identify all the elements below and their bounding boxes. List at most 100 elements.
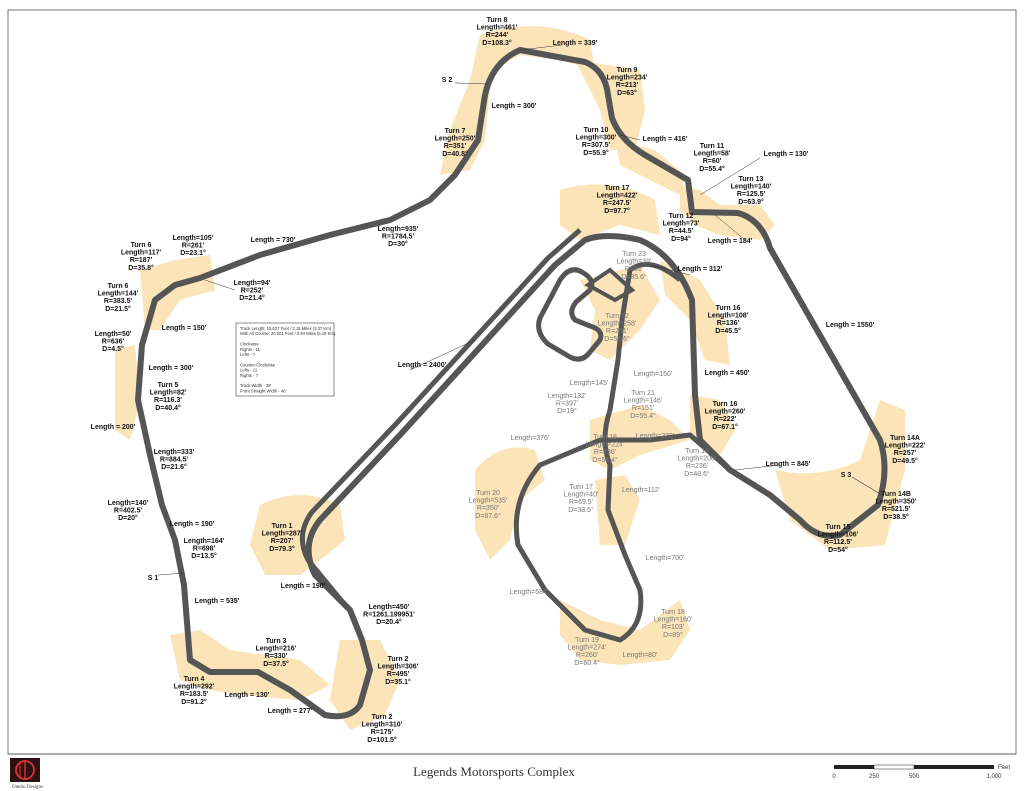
annotation-l700: Length=700' bbox=[646, 555, 685, 562]
aux-course-track bbox=[536, 267, 604, 362]
track-info-lines: Track Length: 15,627 Feet / 2.15 Miles (… bbox=[240, 326, 336, 393]
annotation-l450b: Length = 450' bbox=[705, 370, 750, 377]
annotation-l2400: Length = 2400' bbox=[398, 362, 447, 369]
annotation-l164: Length=164'R=698'D=13.5° bbox=[184, 538, 225, 560]
scale-tick-label: 500 bbox=[909, 774, 920, 780]
annotation-l150a: Length = 150' bbox=[162, 325, 207, 332]
track-info-box bbox=[235, 322, 335, 397]
infield-course-track bbox=[513, 261, 732, 643]
info-line: Counter-Clockwise bbox=[240, 362, 276, 367]
brand-name: Onelio Designs bbox=[12, 785, 43, 790]
annotation-l184: Length = 184' bbox=[708, 238, 753, 245]
annotation-l150b: Length=150' bbox=[634, 371, 673, 378]
runoff-areas bbox=[115, 26, 905, 730]
sector-labels: S 1 S 2 S 3 bbox=[148, 77, 852, 582]
annotation-l845: Length = 845' bbox=[766, 461, 811, 468]
annotation-l416: Length = 416' bbox=[643, 136, 688, 143]
annotation-l140: Length=140'R=402.5'D=20° bbox=[108, 500, 149, 522]
annotation-l730: Length = 730' bbox=[251, 237, 296, 244]
sector-label-s3: S 3 bbox=[841, 472, 852, 479]
annotation-l130b: Length = 130' bbox=[225, 692, 270, 699]
scale-tick-label: 250 bbox=[869, 774, 880, 780]
info-line: Track Length: 15,627 Feet / 2.15 Miles (… bbox=[240, 326, 332, 331]
annotation-l277: Length = 277' bbox=[268, 708, 313, 715]
annotation-l339: Length = 339' bbox=[553, 40, 598, 47]
parallel-straight-track bbox=[299, 228, 582, 607]
annotation-l112: Length=112' bbox=[622, 487, 660, 494]
scale-unit: Feet bbox=[998, 765, 1010, 771]
annotation-l535: Length = 535' bbox=[195, 598, 240, 605]
annotation-l200: Length = 200' bbox=[91, 424, 136, 431]
info-line: With All Course: 20,001 Feet / 3.94 Mile… bbox=[240, 331, 336, 336]
scale-tick-label: 1,000 bbox=[986, 774, 1002, 780]
sector-markers bbox=[157, 82, 883, 576]
info-line: Rights - 11 bbox=[240, 347, 261, 352]
annotation-l935: Length=935'R=1784.5'D=30° bbox=[378, 226, 419, 248]
map-title: Legends Motorsports Complex bbox=[413, 764, 575, 779]
annotation-l300a: Length = 300' bbox=[492, 103, 537, 110]
scale-tick-label: 0 bbox=[832, 774, 836, 780]
scale-ticks: 0 250 500 1,000 bbox=[832, 774, 1002, 780]
info-line: Lefts - 7 bbox=[240, 352, 256, 357]
annotation-l145: Length=145' bbox=[570, 380, 609, 387]
annotation-l300b: Length = 300' bbox=[149, 365, 194, 372]
annotation-l94: Length=94'R=252'D=21.4° bbox=[234, 280, 271, 302]
annotation-l50: Length=50'R=636'D=4.5° bbox=[95, 331, 132, 353]
annotation-l270: Length=270' bbox=[636, 433, 675, 440]
sector-label-s1: S 1 bbox=[148, 575, 159, 582]
annotation-l80: Length=80' bbox=[623, 652, 658, 659]
annotation-l333: Length=333'R=884.5'D=21.6° bbox=[154, 449, 195, 471]
annotation-l132: Length=132'R=397'D=19° bbox=[548, 393, 587, 415]
info-line: Rights - 7 bbox=[240, 373, 259, 378]
aux-course-inner bbox=[584, 267, 636, 303]
annotation-l130a: Length = 130' bbox=[764, 151, 809, 158]
info-line: Lefts - 11 bbox=[240, 368, 258, 373]
info-line: Track Width - 38' bbox=[240, 383, 272, 388]
annotation-l105: Length=105'R=261'D=23.1° bbox=[173, 235, 214, 257]
leader-lines bbox=[204, 44, 781, 471]
annotation-l312: Length = 312' bbox=[678, 266, 723, 273]
annotation-l1550: Length = 1550' bbox=[826, 322, 875, 329]
info-line: Front Straight Width - 46' bbox=[240, 388, 287, 393]
annotation-l450a: Length=450'R=1261.199951'D=20.4° bbox=[363, 604, 415, 626]
annotation-l190a: Length = 190' bbox=[170, 521, 215, 528]
info-line: Clockwise bbox=[240, 342, 260, 347]
annotation-l376: Length=376' bbox=[511, 435, 550, 442]
main-circuit-track bbox=[135, 47, 888, 720]
onelio-logo bbox=[10, 758, 40, 782]
sector-label-s2: S 2 bbox=[442, 77, 453, 84]
annotation-l584: Length=584' bbox=[510, 589, 549, 596]
